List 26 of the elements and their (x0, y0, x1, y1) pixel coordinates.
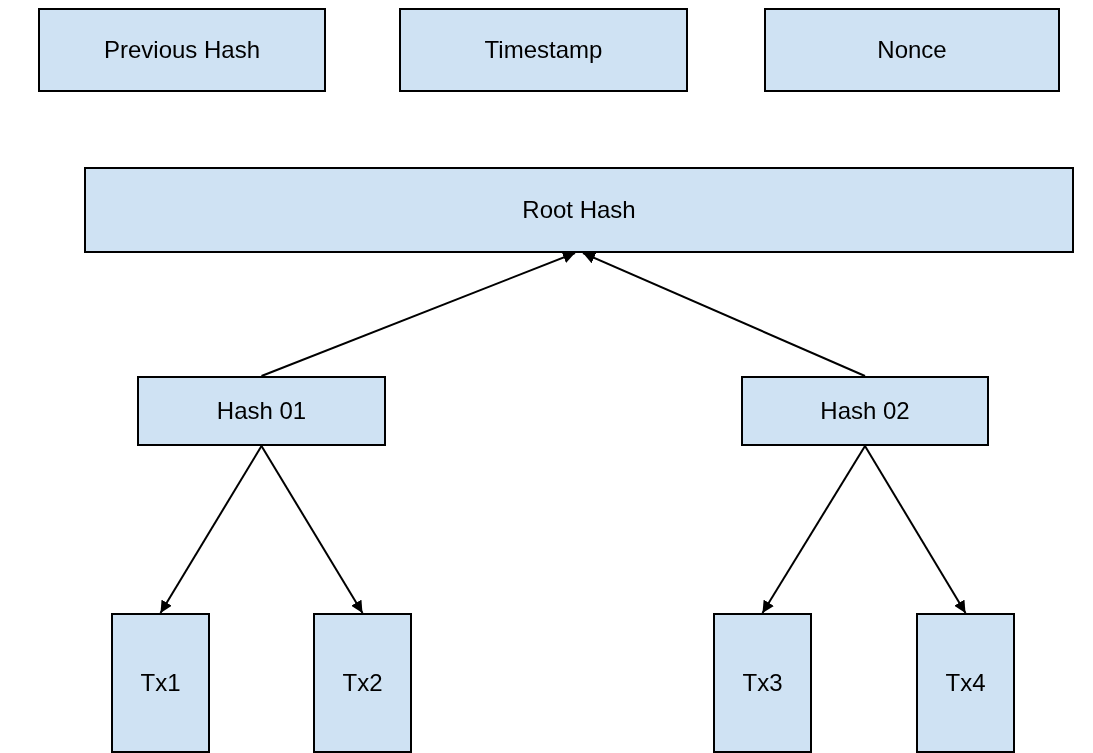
hash-box (38, 8, 326, 92)
hash-box (713, 613, 812, 753)
box-label: Timestamp (484, 36, 603, 64)
hash-box (84, 167, 1074, 253)
arrow (761, 445, 866, 614)
hash-box (313, 613, 412, 753)
hash-box (764, 8, 1060, 92)
hash-box (916, 613, 1015, 753)
hash-box (741, 376, 989, 446)
box-label: Tx3 (742, 669, 783, 697)
arrow (260, 445, 364, 614)
arrow (582, 252, 866, 377)
arrow (260, 251, 576, 377)
hash-box (399, 8, 688, 92)
arrow (864, 445, 967, 614)
box-label: Root Hash (522, 196, 636, 224)
hash-box (137, 376, 386, 446)
box-label: Hash 01 (216, 397, 307, 425)
box-label: Nonce (877, 36, 947, 64)
box-label: Previous Hash (103, 36, 261, 64)
arrow (159, 445, 263, 614)
box-label: Tx2 (342, 669, 383, 697)
box-label: Tx1 (140, 669, 181, 697)
hash-box (111, 613, 210, 753)
box-label: Hash 02 (820, 397, 910, 425)
box-label: Tx4 (945, 669, 986, 697)
